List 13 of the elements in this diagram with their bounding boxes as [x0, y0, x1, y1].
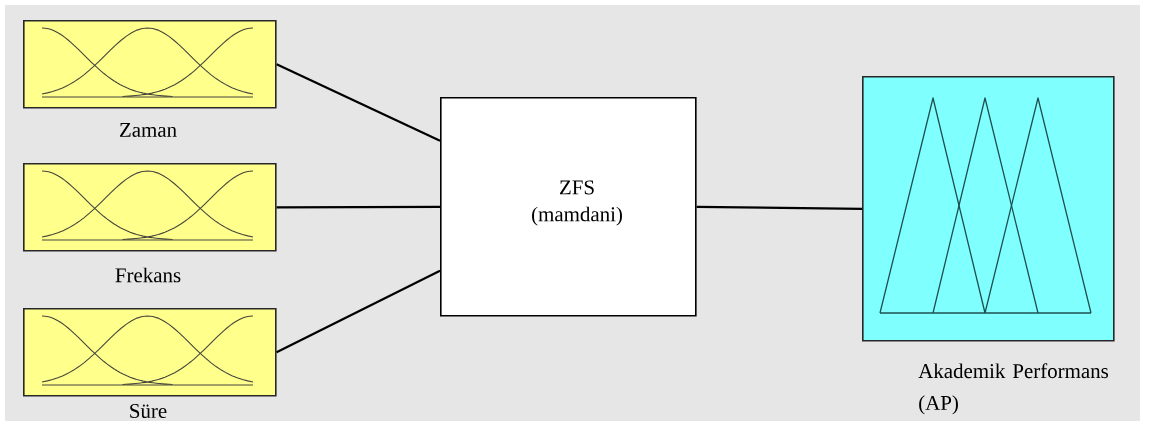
- input-box: Süre: [23, 308, 277, 419]
- connector-line: [276, 269, 441, 354]
- node-label: Süre: [130, 403, 167, 419]
- node-label: Frekans: [115, 267, 181, 283]
- connector-line: [276, 205, 440, 209]
- connector-line: [276, 63, 441, 142]
- node-label: Akademik Performans (AP): [918, 363, 1109, 415]
- connector-line: [696, 205, 863, 210]
- system-box: ZFS (mamdani): [440, 97, 697, 317]
- node-label: Zaman: [119, 123, 177, 137]
- output-box: Akademik Performans (AP): [862, 76, 1115, 415]
- input-box: Zaman: [23, 20, 277, 137]
- input-box: Frekans: [23, 163, 277, 283]
